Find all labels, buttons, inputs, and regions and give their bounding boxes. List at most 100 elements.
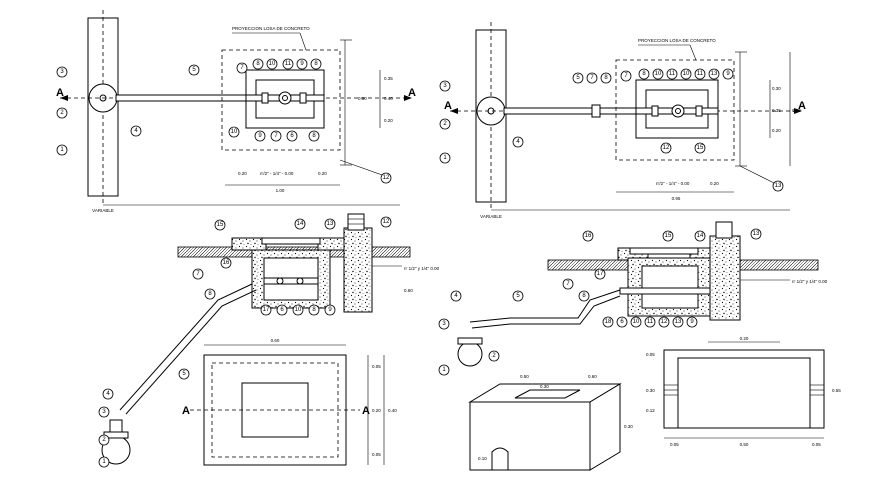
- section-view-left: n' 1/2" y 1/4" 0.00 0.60 15 14 13 12 16 …: [98, 213, 440, 468]
- callout-s4: 4: [106, 391, 110, 397]
- dim-right-2: 0.50: [792, 108, 801, 113]
- elev-dim-right: 0.55: [832, 388, 841, 393]
- callout-s5: 5: [182, 371, 186, 377]
- level-note-right: n' 1/2" y 1/4" 0.00: [792, 279, 828, 284]
- slab-section-a-right: A: [362, 405, 370, 417]
- section-view-right: n' 1/2" y 1/4" 0.00 16 15 14 13 17 7 8 5…: [438, 221, 828, 376]
- callout-t13: 13: [753, 231, 760, 237]
- callout-t18: 18: [605, 319, 612, 325]
- plan-view-right: A A PROYECCION LOSA DE CONCRETO VARIABLE…: [439, 22, 806, 219]
- section-mark-a-right: A: [408, 87, 416, 99]
- callout-r7b: 7: [624, 73, 628, 79]
- callout-s2: 2: [102, 437, 106, 443]
- dim-right: 0.60: [358, 96, 367, 101]
- callout-r1: 1: [443, 155, 447, 161]
- section-mark-a-right-2: A: [798, 100, 806, 112]
- dim-lower: 0.40: [384, 96, 393, 101]
- callout-s6: 6: [280, 307, 284, 313]
- callout-t10: 10: [633, 319, 640, 325]
- callout-r8: 8: [604, 75, 608, 81]
- section-mark-a-left: A: [56, 87, 64, 99]
- callout-1: 1: [60, 147, 64, 153]
- callout-r11: 11: [669, 71, 676, 77]
- callout-r5: 5: [576, 75, 580, 81]
- callout-2: 2: [60, 110, 64, 116]
- dim-formula: n'/2" - 1/4" - 0.00: [260, 171, 294, 176]
- callout-s17: 17: [263, 307, 270, 313]
- isometric-box: 0.50 0.60 0.30 0.30 0.10: [468, 374, 633, 471]
- elev-dim-bottom-mid: 0.50: [740, 442, 749, 447]
- callout-t1: 1: [442, 367, 446, 373]
- callout-8c: 8: [312, 133, 316, 139]
- section-dim-left: 0.60: [404, 288, 413, 293]
- callout-t8: 8: [582, 293, 586, 299]
- callout-s1: 1: [102, 459, 106, 465]
- slab-dim-top: 0.60: [271, 338, 280, 343]
- callout-r2: 2: [443, 121, 447, 127]
- elev-dim-left-mid: 0.30: [646, 388, 655, 393]
- callout-t4: 4: [454, 293, 458, 299]
- elev-dim-left-low: 0.12: [646, 408, 655, 413]
- callout-s8b: 8: [312, 307, 316, 313]
- dim-formula-2: n'/2" - 1/4" - 0.00: [656, 181, 690, 186]
- elev-dim-bottom-right: 0.05: [812, 442, 821, 447]
- slab-dim-right-inner: 0.20: [372, 408, 381, 413]
- callout-r8b: 8: [642, 71, 646, 77]
- callout-r9: 9: [726, 71, 730, 77]
- iso-dim-opening: 0.10: [478, 456, 487, 461]
- slab-note-2: PROYECCION LOSA DE CONCRETO: [638, 38, 716, 43]
- callout-r7: 7: [590, 75, 594, 81]
- callout-s8: 8: [208, 291, 212, 297]
- callout-r10b: 10: [683, 71, 690, 77]
- callout-r11b: 11: [697, 71, 704, 77]
- callout-r3: 3: [443, 83, 447, 89]
- plan-view-left: A A PROYECCION LOSA DE CONCRETO 1.00 VAR…: [56, 10, 416, 213]
- label-variable-2: VARIABLE: [480, 214, 502, 219]
- callout-t13b: 13: [675, 319, 682, 325]
- dim-total-2: 0.95: [672, 196, 681, 201]
- callout-s9: 9: [328, 307, 332, 313]
- front-elevation: 0.20 0.05 0.30 0.12 0.55 0.05 0.50 0.05: [646, 336, 841, 447]
- callout-r13b: 13: [775, 183, 782, 189]
- callout-t7: 7: [566, 281, 570, 287]
- callout-t11: 11: [647, 319, 654, 325]
- slab-projection: [221, 49, 341, 151]
- callout-12: 12: [383, 175, 390, 181]
- dim-base-2: 0.20: [772, 128, 781, 133]
- callout-s3: 3: [102, 409, 106, 415]
- callout-10b: 10: [231, 129, 238, 135]
- callout-r12: 12: [663, 145, 670, 151]
- callout-t15: 15: [665, 233, 672, 239]
- callout-t2: 2: [492, 353, 496, 359]
- slab-section-a-left: A: [182, 405, 190, 417]
- level-note-left: n' 1/2" y 1/4" 0.00: [404, 266, 440, 271]
- callout-s7: 7: [196, 271, 200, 277]
- callout-s13: 13: [327, 221, 334, 227]
- callout-9b: 9: [258, 133, 262, 139]
- label-variable: VARIABLE: [92, 208, 114, 213]
- callout-s15: 15: [217, 222, 224, 228]
- elev-dim-bottom-left: 0.05: [670, 442, 679, 447]
- callout-11: 11: [285, 61, 292, 67]
- dim-total: 1.00: [276, 188, 285, 193]
- callout-8: 8: [256, 61, 260, 67]
- callout-9: 9: [300, 61, 304, 67]
- callouts-section-left: 15 14 13 12 16 7 8 17 6 10 8 9 5 4 3 2 1: [98, 216, 392, 468]
- dim-bottom-2: 0.20: [710, 181, 719, 186]
- elev-dim-left-top: 0.05: [646, 352, 655, 357]
- dim-lower-2: 0.35: [772, 108, 781, 113]
- callout-t17: 17: [597, 271, 604, 277]
- callout-4: 4: [134, 128, 138, 134]
- callout-3: 3: [60, 69, 64, 75]
- main-pipe-section-right: [457, 341, 483, 367]
- callout-r13: 13: [711, 71, 718, 77]
- callout-t9: 9: [690, 319, 694, 325]
- dim-upper: 0.35: [384, 76, 393, 81]
- dim-side: 0.20: [238, 171, 247, 176]
- slab-dim-right-top: 0.05: [372, 364, 381, 369]
- dim-base: 0.20: [384, 118, 393, 123]
- callout-r4: 4: [516, 139, 520, 145]
- callouts-plan-right: 1 2 3 4 5 7 8 7 8 10 11 10 11 13 9 12 15…: [439, 68, 784, 192]
- callout-7: 7: [240, 65, 244, 71]
